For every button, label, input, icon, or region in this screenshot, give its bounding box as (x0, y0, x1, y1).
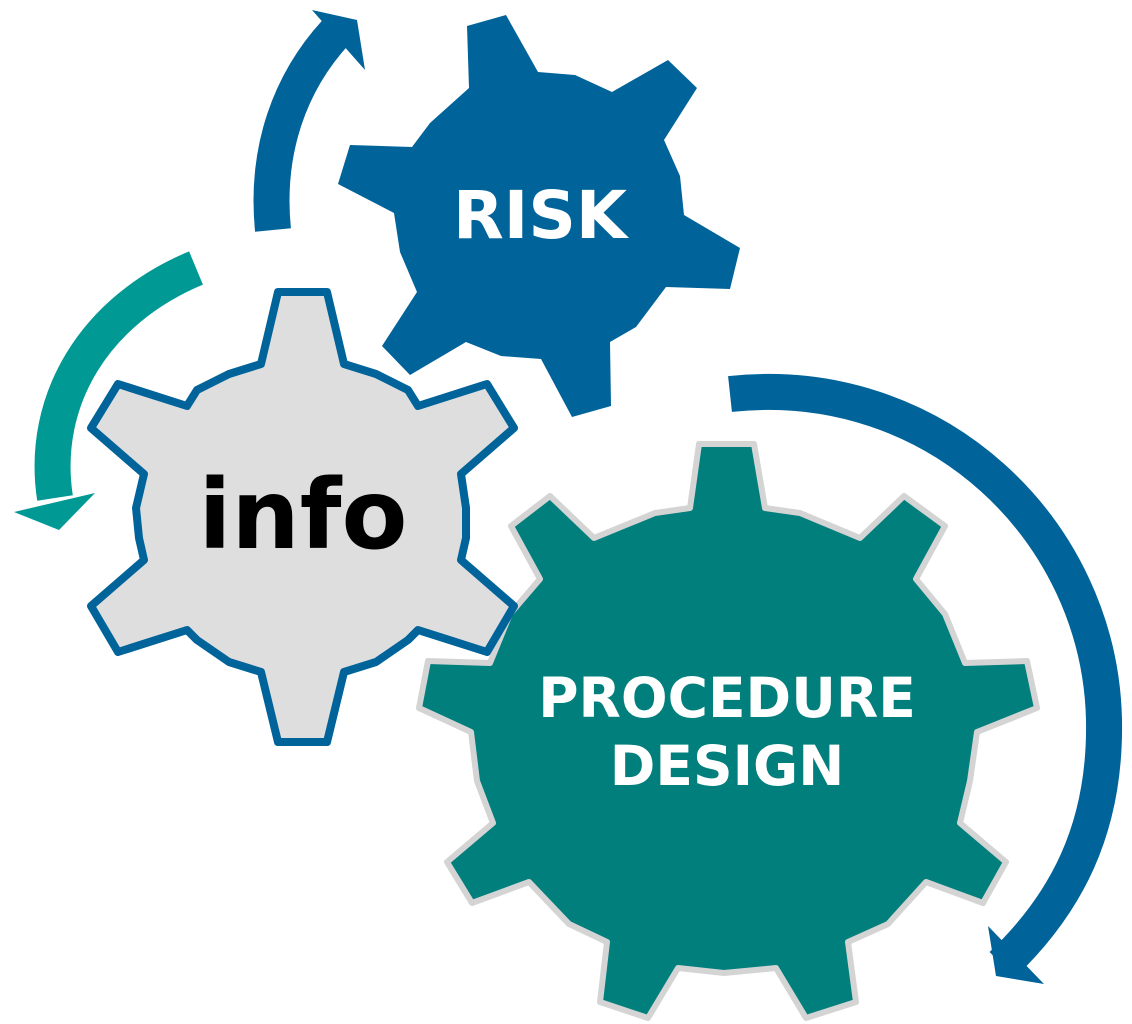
curved-arrow-up-icon (253, 19, 350, 232)
design-label: DESIGN (610, 734, 844, 798)
info-label: info (199, 459, 408, 571)
info-gear: info (87, 288, 518, 746)
risk-label: RISK (453, 177, 630, 254)
risk-gear-shape (338, 15, 740, 417)
procedure-gear-shape (416, 441, 1040, 1021)
arrow-down-right-head-icon (988, 926, 1044, 984)
cycle-arrows (14, 10, 1123, 984)
arrow-down-left-head-icon (14, 493, 95, 530)
procedure-design-gear: PROCEDURE DESIGN (416, 441, 1040, 1021)
risk-gear: RISK (338, 15, 740, 417)
arrow-up-head-icon (312, 10, 365, 70)
curved-arrow-down-right-icon (728, 374, 1123, 979)
info-gear-shape (87, 288, 518, 746)
procedure-label: PROCEDURE (538, 666, 916, 730)
curved-arrow-down-left-icon (34, 251, 204, 501)
